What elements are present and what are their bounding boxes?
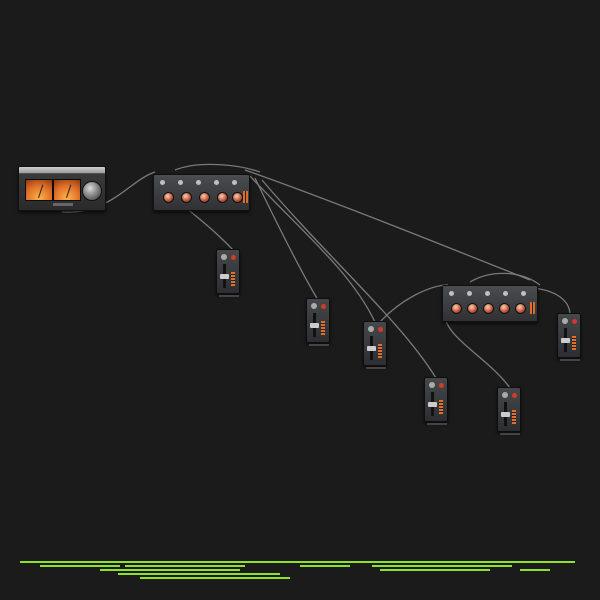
label-plate — [427, 423, 447, 425]
label-plate — [309, 344, 329, 346]
status-led — [572, 319, 577, 324]
cable[interactable] — [249, 175, 376, 323]
pan-knob[interactable] — [221, 254, 227, 260]
trim-knob[interactable] — [214, 180, 219, 185]
trim-knob[interactable] — [449, 291, 454, 296]
fader-module-4[interactable] — [424, 377, 448, 425]
level-meter — [231, 272, 235, 286]
status-led — [231, 255, 236, 260]
status-led — [378, 327, 383, 332]
status-led — [439, 383, 444, 388]
fader-handle[interactable] — [220, 274, 229, 279]
gain-knob[interactable] — [467, 303, 478, 314]
brand-plate — [53, 203, 73, 206]
gain-knob[interactable] — [499, 303, 510, 314]
level-meter — [530, 302, 535, 314]
timeline-clip[interactable] — [520, 569, 550, 571]
status-led — [512, 393, 517, 398]
trim-knob[interactable] — [178, 180, 183, 185]
pan-knob[interactable] — [502, 392, 508, 398]
gain-knob[interactable] — [199, 192, 210, 203]
level-meter — [439, 400, 443, 414]
trim-knob[interactable] — [467, 291, 472, 296]
gain-knob[interactable] — [181, 192, 192, 203]
fader-module-1[interactable] — [216, 249, 240, 297]
timeline-clip[interactable] — [125, 565, 245, 567]
trim-knob[interactable] — [521, 291, 526, 296]
level-meter — [378, 344, 382, 358]
timeline-clip[interactable] — [100, 569, 240, 571]
pan-knob[interactable] — [368, 326, 374, 332]
cable[interactable] — [254, 177, 319, 301]
fader-handle[interactable] — [428, 402, 437, 407]
gain-knob[interactable] — [483, 303, 494, 314]
fader-handle[interactable] — [367, 346, 376, 351]
trim-knob[interactable] — [485, 291, 490, 296]
timeline[interactable] — [0, 555, 600, 585]
mixer-strip-2[interactable] — [442, 285, 538, 322]
timeline-clip[interactable] — [118, 573, 218, 575]
cable[interactable] — [261, 179, 437, 379]
fader-handle[interactable] — [501, 412, 510, 417]
trim-knob[interactable] — [503, 291, 508, 296]
trim-knob[interactable] — [196, 180, 201, 185]
cable[interactable] — [379, 284, 449, 323]
pan-knob[interactable] — [429, 382, 435, 388]
fader-module-6[interactable] — [557, 313, 581, 361]
fader-handle[interactable] — [310, 323, 319, 328]
fader-handle[interactable] — [561, 338, 570, 343]
label-plate — [500, 433, 520, 435]
audio-interface[interactable] — [18, 166, 106, 211]
trim-knob[interactable] — [160, 180, 165, 185]
mixer-strip-1[interactable] — [153, 174, 250, 211]
gain-knob[interactable] — [232, 192, 243, 203]
timeline-clip[interactable] — [300, 565, 350, 567]
trim-knob[interactable] — [232, 180, 237, 185]
pan-knob[interactable] — [562, 318, 568, 324]
vu-meter-icon — [25, 179, 53, 201]
timeline-clip[interactable] — [40, 565, 120, 567]
volume-knob[interactable] — [82, 181, 102, 201]
gain-knob[interactable] — [515, 303, 526, 314]
cable[interactable] — [61, 171, 156, 213]
timeline-clip[interactable] — [372, 565, 512, 567]
vu-meter-icon — [53, 179, 81, 201]
cable[interactable] — [469, 272, 541, 286]
level-meter — [321, 321, 325, 335]
timeline-clip[interactable] — [210, 573, 280, 575]
label-plate — [219, 295, 239, 297]
level-meter — [243, 191, 248, 203]
status-led — [321, 304, 326, 309]
timeline-clip[interactable] — [380, 569, 490, 571]
cable[interactable] — [444, 317, 511, 389]
level-meter — [512, 410, 516, 424]
level-meter — [572, 336, 576, 350]
cable[interactable] — [244, 169, 531, 281]
timeline-track — [20, 561, 575, 563]
label-plate — [560, 359, 580, 361]
label-plate — [366, 367, 386, 369]
gain-knob[interactable] — [163, 192, 174, 203]
cable[interactable] — [174, 163, 261, 173]
timeline-clip[interactable] — [140, 577, 290, 579]
fader-module-5[interactable] — [497, 387, 521, 435]
gain-knob[interactable] — [451, 303, 462, 314]
fader-module-2[interactable] — [306, 298, 330, 346]
gain-knob[interactable] — [217, 192, 228, 203]
fader-module-3[interactable] — [363, 321, 387, 369]
pan-knob[interactable] — [311, 303, 317, 309]
